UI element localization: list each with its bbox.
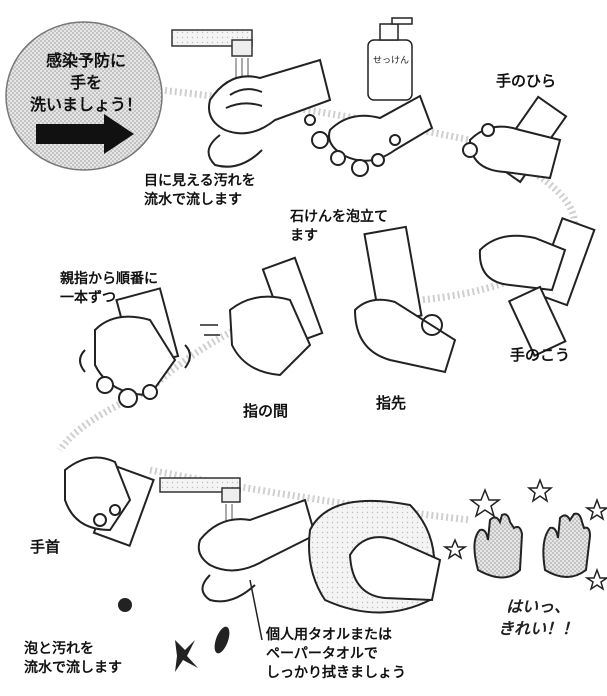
- soap-bottle-icon: せっけん: [367, 17, 413, 101]
- label-palm: 手のひら: [496, 72, 557, 90]
- label-lather: 石けんを泡立て ます: [290, 208, 388, 246]
- label-rinse-foam: 泡と汚れを 流水で流します: [24, 640, 122, 678]
- label-fingertips: 指先: [376, 394, 407, 412]
- sparkle-stars-icon: [442, 477, 607, 591]
- hands-rinse-icon: [207, 58, 332, 168]
- label-thumbs: 親指から順番に 一本ずつ: [60, 270, 158, 308]
- label-rinse-foam-line-2: 流水で流します: [24, 660, 122, 676]
- label-lather-line-1: 石けんを泡立て: [290, 209, 388, 225]
- label-towel: 個人用タオルまたは ペーパータオルで しっかり拭きましょう: [266, 626, 406, 683]
- done-line-1: はいっ、: [505, 597, 570, 616]
- label-rinse-dirt-line-1: 目に見える汚れを: [144, 173, 256, 189]
- faucet-icon: [171, 29, 253, 88]
- title-line-2: 手を: [69, 73, 102, 92]
- hands-rinse-foam-icon: [197, 498, 317, 603]
- label-thumbs-line-2: 一本ずつ: [60, 290, 116, 306]
- hands-wrist-icon: [64, 456, 155, 548]
- hands-between-fingers-icon: [200, 256, 324, 377]
- title-line-3: 洗いましょう！: [29, 95, 142, 114]
- hands-palm-icon: [462, 95, 568, 184]
- label-towel-line-3: しっかり拭きましょう: [266, 665, 406, 681]
- label-between-fingers: 指の間: [243, 402, 289, 420]
- arrow-right-icon: [36, 114, 134, 154]
- label-rinse-dirt: 目に見える汚れを 流水で流します: [144, 172, 256, 210]
- label-rinse-foam-line-1: 泡と汚れを: [24, 641, 94, 657]
- title-line-1: 感染予防に: [45, 51, 126, 70]
- label-thumbs-line-1: 親指から順番に: [60, 271, 158, 287]
- label-towel-line-2: ペーパータオルで: [266, 646, 378, 662]
- label-back: 手のこう: [510, 346, 571, 364]
- label-wrist: 手首: [30, 538, 61, 556]
- hands-fingertips-icon: [353, 225, 457, 374]
- hands-lather-icon: [304, 94, 434, 177]
- label-towel-line-1: 個人用タオルまたは: [266, 627, 392, 643]
- soap-bottle-label: せっけん: [373, 55, 409, 66]
- done-message: はいっ、 きれい！！: [478, 596, 598, 640]
- clean-hands-icon: [473, 512, 592, 579]
- label-lather-line-2: ます: [290, 228, 318, 244]
- label-rinse-dirt-line-2: 流水で流します: [144, 192, 242, 208]
- dirt-particles-icon: [118, 579, 263, 672]
- towel-hands-icon: [308, 499, 442, 614]
- title-bubble: [5, 21, 163, 171]
- hands-thumbs-icon: [79, 287, 191, 408]
- faucet-icon-2: [159, 477, 241, 534]
- title-bubble-text: 感染予防に 手を 洗いましょう！: [6, 22, 166, 172]
- done-line-2: きれい！！: [497, 619, 578, 638]
- hands-back-icon: [478, 217, 596, 357]
